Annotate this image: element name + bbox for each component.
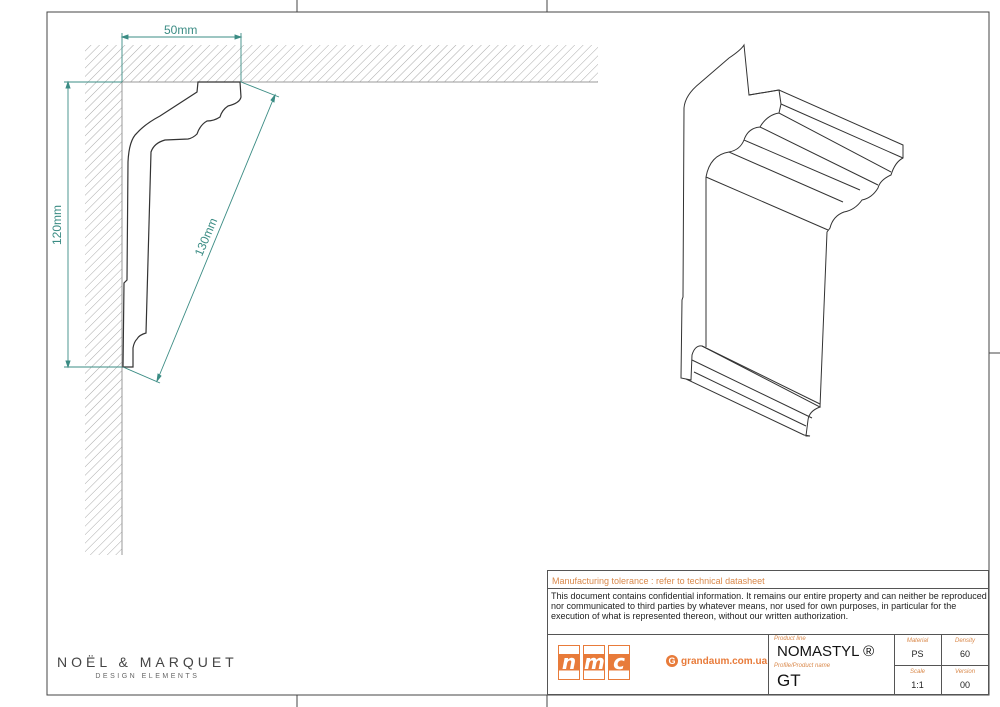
nmc-letter: c (608, 645, 630, 680)
divider (941, 634, 942, 694)
tolerance-note: Manufacturing tolerance : refer to techn… (552, 576, 765, 586)
product-name: GT (777, 671, 801, 690)
title-block: Manufacturing tolerance : refer to techn… (547, 570, 989, 695)
dealer-g-icon: G (666, 655, 678, 667)
density-value: 60 (959, 649, 970, 659)
product-line: NOMASTYL ® (777, 643, 875, 660)
scale-value: 1:1 (911, 680, 924, 690)
nmc-letter: n (558, 645, 580, 680)
cornice-isometric-view (680, 43, 904, 437)
dimension-lines (64, 33, 280, 384)
nmc-logo: n m c (558, 645, 630, 680)
dealer-logo: G grandaum.com.ua (666, 655, 767, 667)
version-value: 00 (959, 680, 970, 690)
nmc-letter: m (583, 645, 605, 680)
product-line-label: Product line (774, 636, 806, 642)
brand-tagline: DESIGN ELEMENTS (95, 673, 200, 680)
dimension-width-label: 50mm (164, 23, 198, 37)
confidentiality-notice: This document contains confidential info… (551, 591, 987, 621)
product-name-label: Profile/Product name (774, 663, 831, 669)
sheet-frame (46, 0, 1000, 707)
divider (548, 588, 988, 589)
material-value: PS (911, 649, 924, 659)
scale-label: Scale (909, 669, 925, 675)
divider (894, 665, 988, 666)
brand-name: NOËL & MARQUET (57, 654, 238, 670)
title-block-info-row: n m c G grandaum.com.ua Product line NOM… (548, 634, 988, 694)
version-label: Version (954, 669, 976, 675)
dimension-height-label: 120mm (50, 204, 65, 246)
divider (768, 634, 769, 694)
density-label: Density (954, 638, 975, 644)
brand-logo: NOËL & MARQUET DESIGN ELEMENTS (57, 654, 238, 680)
cornice-profile-section (122, 81, 242, 368)
dealer-site: grandaum.com.ua (681, 655, 768, 667)
divider (894, 634, 895, 694)
material-label: Material (906, 638, 929, 644)
